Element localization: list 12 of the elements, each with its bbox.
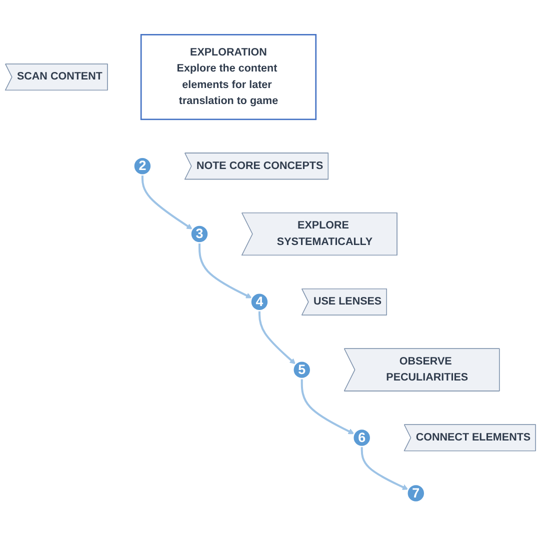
node-circle: 6 [352,428,372,448]
node-circle: 7 [406,484,426,503]
arrow [300,378,354,434]
arrow [360,446,408,490]
node-circle: 4 [250,292,269,312]
node-circle: 5 [292,360,312,380]
arrow [141,174,192,230]
node-circle: 2 [133,156,152,176]
arrow [198,242,252,298]
node-box: EXPLORATION Explore the content elements for later translation to game [140,34,317,120]
node-circle: 3 [190,224,209,244]
arrow [258,310,296,364]
